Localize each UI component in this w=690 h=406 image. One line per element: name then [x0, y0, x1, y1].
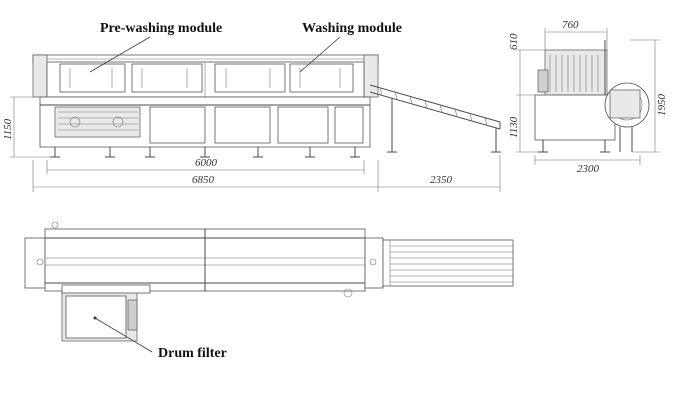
- washing-label: Washing module: [302, 21, 402, 36]
- dim-conveyor-length: 2350: [430, 174, 453, 186]
- top-view: [24, 221, 514, 342]
- drum-filter-label: Drum filter: [158, 346, 227, 361]
- washing-leader: [299, 36, 341, 73]
- dim-side-body-height: 1130: [508, 116, 520, 138]
- drum-filter-leader: [94, 317, 153, 353]
- side-view: [516, 28, 660, 165]
- pre-washing-label: Pre-washing module: [100, 21, 222, 36]
- dim-side-total-height: 1950: [656, 94, 668, 117]
- pre-washing-leader: [89, 36, 151, 73]
- dim-side-width: 2300: [577, 163, 600, 175]
- front-view: [10, 54, 501, 192]
- dim-front-height: 1150: [2, 118, 14, 140]
- dim-total-length: 6850: [192, 174, 215, 186]
- dim-side-top-height: 610: [508, 33, 520, 50]
- dim-side-top-width: 760: [562, 19, 579, 31]
- dim-module-length: 6000: [195, 157, 218, 169]
- drum-filter-leader-dot: [93, 316, 97, 320]
